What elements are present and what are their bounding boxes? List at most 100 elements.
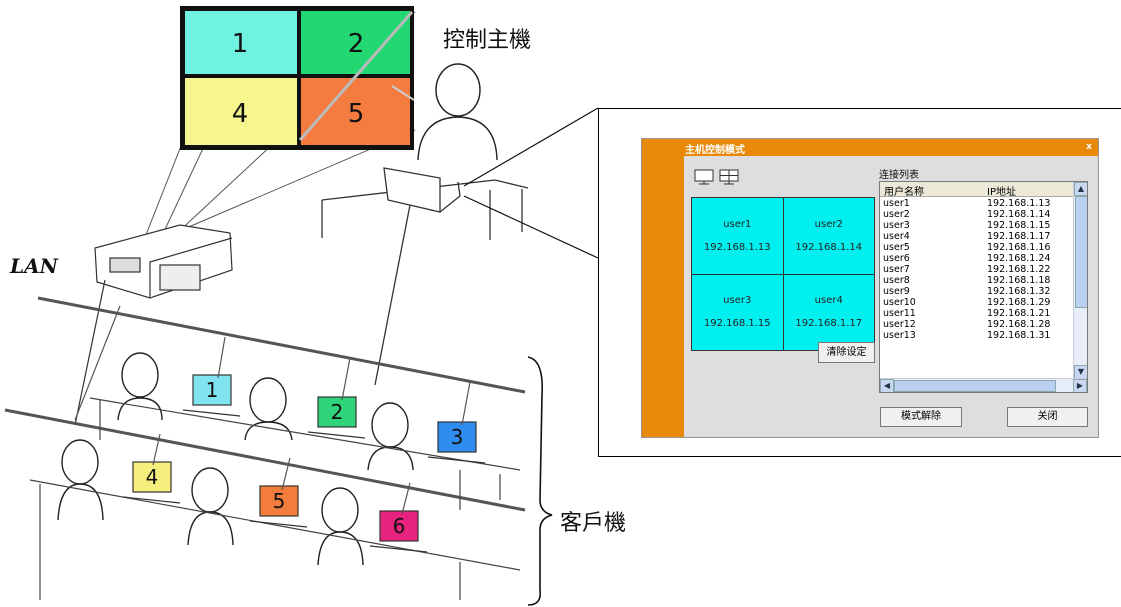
host-label: 控制主機 (443, 28, 532, 53)
host-person (417, 63, 498, 161)
list-item-user: user9 (883, 286, 910, 297)
vertical-scrollbar[interactable]: ▲ ▼ (1073, 182, 1087, 379)
projector (74, 224, 233, 426)
column-header-user[interactable]: 用户名称 (884, 187, 924, 198)
list-item-ip: 192.168.1.32 (987, 286, 1051, 297)
dialog-close-icon[interactable]: x (1086, 142, 1092, 152)
screen-cell-1 (185, 11, 297, 74)
screen-cell-5 (301, 78, 410, 145)
lan-rails (4, 296, 526, 512)
screen-cell-2-label: 2 (348, 29, 365, 59)
list-item[interactable]: user4 192.168.1.17 (880, 231, 1073, 242)
client-laptop-5-label: 5 (273, 489, 286, 513)
grid-cell-3[interactable]: user3 192.168.1.15 (692, 274, 783, 350)
client-laptop-6-label: 6 (393, 514, 406, 538)
horizontal-scroll-thumb[interactable] (894, 380, 1056, 392)
client-laptop-1-label: 1 (206, 378, 219, 402)
grid-cell-ip: 192.168.1.17 (795, 318, 863, 330)
list-item-ip: 192.168.1.31 (987, 330, 1051, 341)
client-label: 客戶機 (560, 511, 627, 536)
list-item-user: user10 (883, 297, 916, 308)
dialog-side-bar (642, 139, 684, 437)
connection-list-header: 用户名称 IP地址 (880, 182, 1073, 198)
list-item-ip: 192.168.1.29 (987, 297, 1051, 308)
client-laptop-6 (379, 510, 419, 542)
scroll-left-icon[interactable]: ◀ (880, 379, 894, 392)
scroll-up-icon[interactable]: ▲ (1074, 182, 1087, 196)
grid-cell-user: user4 (814, 295, 843, 307)
client-laptop-4 (132, 461, 172, 493)
scroll-down-icon[interactable]: ▼ (1074, 365, 1087, 379)
quad-assignment-grid: user1 192.168.1.13 user2 192.168.1.14 us… (691, 197, 875, 351)
list-item-user: user3 (883, 220, 910, 231)
connection-list-title: 连接列表 (879, 170, 919, 181)
list-item-ip: 192.168.1.22 (987, 264, 1051, 275)
list-item-ip: 192.168.1.28 (987, 319, 1051, 330)
client-laptop-4-label: 4 (146, 465, 159, 489)
list-item[interactable]: user10 192.168.1.29 (880, 297, 1073, 308)
grid-cell-user: user1 (723, 218, 752, 230)
client-laptop-2-label: 2 (331, 400, 344, 424)
list-item[interactable]: user8 192.168.1.18 (880, 275, 1073, 286)
scroll-right-icon[interactable]: ▶ (1073, 379, 1087, 392)
client-desks (29, 397, 521, 600)
list-item-user: user12 (883, 319, 916, 330)
list-item-ip: 192.168.1.16 (987, 242, 1051, 253)
grid-cell-user: user3 (723, 295, 752, 307)
list-item[interactable]: user13 192.168.1.31 (880, 330, 1073, 341)
list-item-ip: 192.168.1.17 (987, 231, 1051, 242)
quad-screen-mode-icon[interactable] (719, 169, 739, 185)
client-people (57, 352, 414, 566)
exit-mode-button[interactable]: 模式解除 (880, 407, 962, 427)
list-item[interactable]: user11 192.168.1.21 (880, 308, 1073, 319)
dialog-title: 主机控制模式 (685, 145, 745, 156)
screen-cell-2 (301, 11, 410, 74)
vertical-scroll-thumb[interactable] (1075, 196, 1087, 308)
column-header-ip[interactable]: IP地址 (987, 187, 1016, 198)
close-button[interactable]: 关闭 (1007, 407, 1088, 427)
grid-cell-2[interactable]: user2 192.168.1.14 (783, 198, 874, 274)
list-item-ip: 192.168.1.18 (987, 275, 1051, 286)
grid-cell-ip: 192.168.1.13 (703, 241, 771, 253)
clear-settings-button[interactable]: 清除设定 (818, 342, 875, 363)
client-laptop-3 (437, 421, 477, 453)
client-brace (527, 356, 553, 606)
grid-cell-user: user2 (814, 218, 843, 230)
grid-cell-4[interactable]: user4 192.168.1.17 (783, 274, 874, 350)
single-screen-mode-icon[interactable] (694, 169, 714, 185)
list-item-user: user11 (883, 308, 916, 319)
grid-cell-ip: 192.168.1.14 (795, 241, 863, 253)
list-item-user: user1 (883, 198, 910, 209)
client-laptop-5 (259, 485, 299, 517)
list-item-user: user4 (883, 231, 910, 242)
list-item-ip: 192.168.1.13 (987, 198, 1051, 209)
list-item[interactable]: user7 192.168.1.22 (880, 264, 1073, 275)
screen-cell-4-label: 4 (232, 99, 249, 129)
lan-label: LAN (10, 254, 58, 278)
client-laptop-2 (317, 396, 357, 428)
list-item[interactable]: user1 192.168.1.13 (880, 198, 1073, 209)
list-item[interactable]: user12 192.168.1.28 (880, 319, 1073, 330)
client-laptop-1 (192, 374, 232, 406)
list-item-user: user7 (883, 264, 910, 275)
list-item[interactable]: user9 192.168.1.32 (880, 286, 1073, 297)
list-item-ip: 192.168.1.21 (987, 308, 1051, 319)
list-item-user: user13 (883, 330, 916, 341)
screen-cell-1-label: 1 (232, 29, 249, 59)
host-desk (321, 167, 529, 386)
grid-cell-ip: 192.168.1.15 (703, 318, 771, 330)
projection-screen: 1 2 4 5 (180, 6, 415, 150)
dialog-title-bar: 主机控制模式 x (642, 139, 1098, 156)
screen-cell-4 (185, 78, 297, 145)
list-item-user: user6 (883, 253, 910, 264)
list-item-user: user8 (883, 275, 910, 286)
list-item-user: user2 (883, 209, 910, 220)
grid-cell-1[interactable]: user1 192.168.1.13 (692, 198, 783, 274)
horizontal-scrollbar[interactable]: ◀ ▶ (880, 378, 1087, 392)
